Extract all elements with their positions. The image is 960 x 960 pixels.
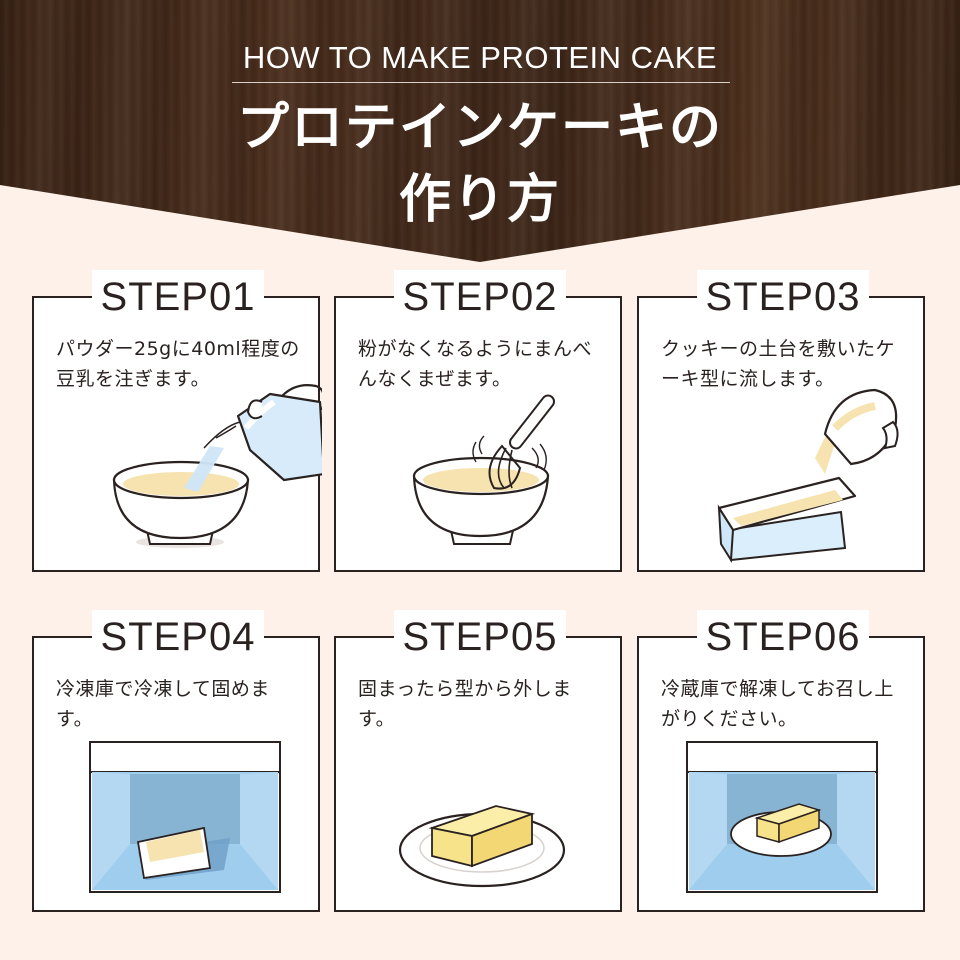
milk-pitcher-pouring-into-bowl-icon [112, 384, 322, 548]
step-description: 粉がなくなるようにまんべんなくまぜます。 [358, 338, 593, 390]
cake-plate-in-refrigerator-icon [686, 741, 878, 893]
bowl-pouring-into-cake-mold-icon [717, 388, 899, 564]
whisk-mixing-bowl-icon [412, 394, 556, 545]
step-card-5: STEP05 固まったら型から外します。 [334, 610, 622, 912]
title-line-2: 作り方 [398, 170, 561, 230]
step-card-3: STEP03 クッキーの土台を敷いたケーキ型に流します。 [637, 270, 925, 572]
step-label: STEP03 [697, 270, 869, 324]
step-card-6: STEP06 冷蔵庫で解凍してお召し上がりください。 [637, 610, 925, 912]
step-label: STEP05 [394, 610, 566, 664]
step-label: STEP04 [92, 610, 264, 664]
page-title: プロテインケーキの 作り方 [180, 92, 780, 236]
cake-mold-in-freezer-icon [89, 741, 281, 893]
step-card-1: STEP01 パウダー25gに40ml程度の豆乳を注ぎます。 [32, 270, 322, 572]
step-description: 冷凍庫で冷凍して固めます。 [56, 678, 270, 730]
step-description: パウダー25gに40ml程度の豆乳を注ぎます。 [56, 338, 300, 390]
step-description: 固まったら型から外します。 [358, 678, 572, 730]
title-line-1: プロテインケーキの [236, 98, 723, 158]
subtitle-underline [232, 82, 730, 83]
page-subtitle: HOW TO MAKE PROTEIN CAKE [242, 40, 718, 75]
step-description: クッキーの土台を敷いたケーキ型に流します。 [661, 338, 896, 390]
step-label: STEP02 [394, 270, 566, 324]
step-card-2: STEP02 粉がなくなるようにまんべんなくまぜます。 [334, 270, 622, 572]
step-description: 冷蔵庫で解凍してお召し上がりください。 [661, 678, 894, 730]
cake-on-plate-icon [398, 805, 566, 888]
step-label: STEP06 [697, 610, 869, 664]
step-label: STEP01 [92, 270, 264, 324]
step-card-4: STEP04 冷凍庫で冷凍して固めます。 [32, 610, 320, 912]
